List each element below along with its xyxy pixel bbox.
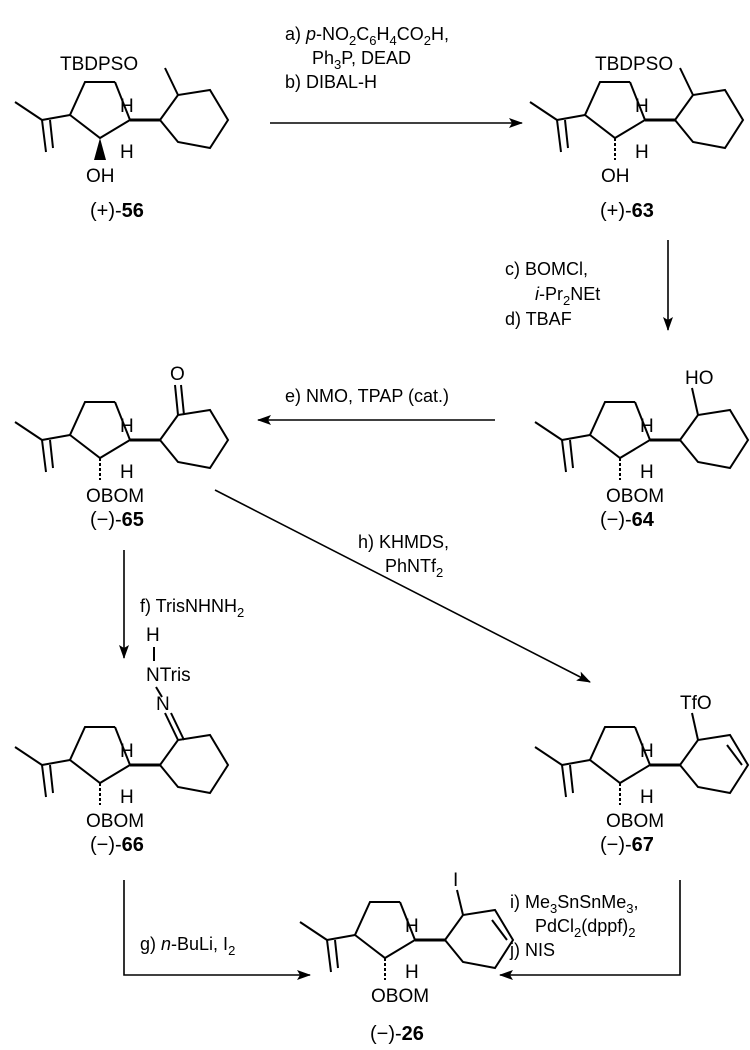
tbdpso-label: TBDPSO xyxy=(595,54,673,75)
h-label: H xyxy=(120,741,134,762)
h-label: H xyxy=(640,787,654,808)
reagent-a-line2: Ph3P, DEAD xyxy=(312,48,411,72)
compound-prefix: (−)- xyxy=(600,509,632,531)
compound-label-66: (−)-66 xyxy=(90,834,144,856)
compound-label-67: (−)-67 xyxy=(600,834,654,856)
compound-prefix: (+)- xyxy=(90,200,122,222)
reagent-c: c) BOMCl, xyxy=(505,259,588,279)
reagent-a: a) p-NO2C6H4CO2H, xyxy=(285,24,449,48)
compound-number: 26 xyxy=(402,1023,424,1045)
reagent-d: d) TBAF xyxy=(505,309,572,329)
compound-number: 56 xyxy=(122,200,144,222)
compound-prefix: (−)- xyxy=(90,834,122,856)
compound-label-26: (−)-26 xyxy=(370,1023,424,1045)
compound-63: TBDPSO OH H H xyxy=(528,54,745,187)
compound-label-65: (−)-65 xyxy=(90,509,144,531)
compound-number: 67 xyxy=(632,834,654,856)
h-label: H xyxy=(120,462,134,483)
oh-label: OH xyxy=(601,166,630,187)
obom-label: OBOM xyxy=(371,986,429,1007)
reagent-i-line2: PdCl2(dppf)2 xyxy=(535,916,636,940)
h-label: H xyxy=(120,142,134,163)
compound-prefix: (−)- xyxy=(600,834,632,856)
nh-h-label: H xyxy=(146,625,160,646)
compound-prefix: (−)- xyxy=(370,1023,402,1045)
h-label: H xyxy=(640,462,654,483)
h-label: H xyxy=(120,96,134,117)
compound-label-64: (−)-64 xyxy=(600,509,655,531)
reagent-e: e) NMO, TPAP (cat.) xyxy=(285,386,449,406)
iodo-label: I xyxy=(453,870,458,891)
h-label: H xyxy=(120,416,134,437)
reagent-f: f) TrisNHNH2 xyxy=(140,596,244,620)
compound-number: 63 xyxy=(632,200,654,222)
arrow-65-to-67 xyxy=(214,489,591,683)
reagent-b: b) DIBAL-H xyxy=(285,72,377,92)
h-label: H xyxy=(405,916,419,937)
reagent-h: h) KHMDS, xyxy=(358,532,449,552)
obom-label: OBOM xyxy=(86,811,144,832)
compound-65: O OBOM H H xyxy=(13,364,230,507)
h-label: H xyxy=(635,96,649,117)
h-label: H xyxy=(635,142,649,163)
reagent-c-line2: i-Pr2NEt xyxy=(535,284,600,308)
arrow-66-to-26 xyxy=(123,880,311,980)
compound-prefix: (+)- xyxy=(600,200,632,222)
compound-56: TBDPSO OH H H xyxy=(13,54,230,187)
arrow-67-to-26 xyxy=(499,880,681,980)
reagent-g: g) n-BuLi, I2 xyxy=(140,934,235,958)
compound-prefix: (−)- xyxy=(90,509,122,531)
compound-66: N H NTris OBOM H H xyxy=(13,625,230,832)
h-label: H xyxy=(405,962,419,983)
h-label: H xyxy=(640,741,654,762)
h-label: H xyxy=(120,787,134,808)
obom-label: OBOM xyxy=(606,486,664,507)
tbdpso-label: TBDPSO xyxy=(60,54,138,75)
ho-label: HO xyxy=(685,368,714,389)
compound-label-63: (+)-63 xyxy=(600,200,654,222)
reagent-h-line2: PhNTf2 xyxy=(385,556,443,580)
obom-label: OBOM xyxy=(86,486,144,507)
compound-number: 65 xyxy=(122,509,144,531)
compound-number: 64 xyxy=(632,509,655,531)
compound-26: I OBOM H H xyxy=(298,870,515,1007)
compound-number: 66 xyxy=(122,834,144,856)
compound-67: TfO OBOM H H xyxy=(533,693,750,832)
reagent-i: i) Me3SnSnMe3, xyxy=(510,892,639,916)
h-label: H xyxy=(640,416,654,437)
tfo-label: TfO xyxy=(680,693,712,714)
compound-64: HO OBOM H H xyxy=(533,368,750,507)
reagent-j: j) NIS xyxy=(509,940,555,960)
oh-label: OH xyxy=(86,166,115,187)
ketone-o-label: O xyxy=(170,364,185,385)
imine-n-label: N xyxy=(156,694,170,715)
ntris-label: NTris xyxy=(146,665,191,686)
obom-label: OBOM xyxy=(606,811,664,832)
compound-label-56: (+)-56 xyxy=(90,200,144,222)
